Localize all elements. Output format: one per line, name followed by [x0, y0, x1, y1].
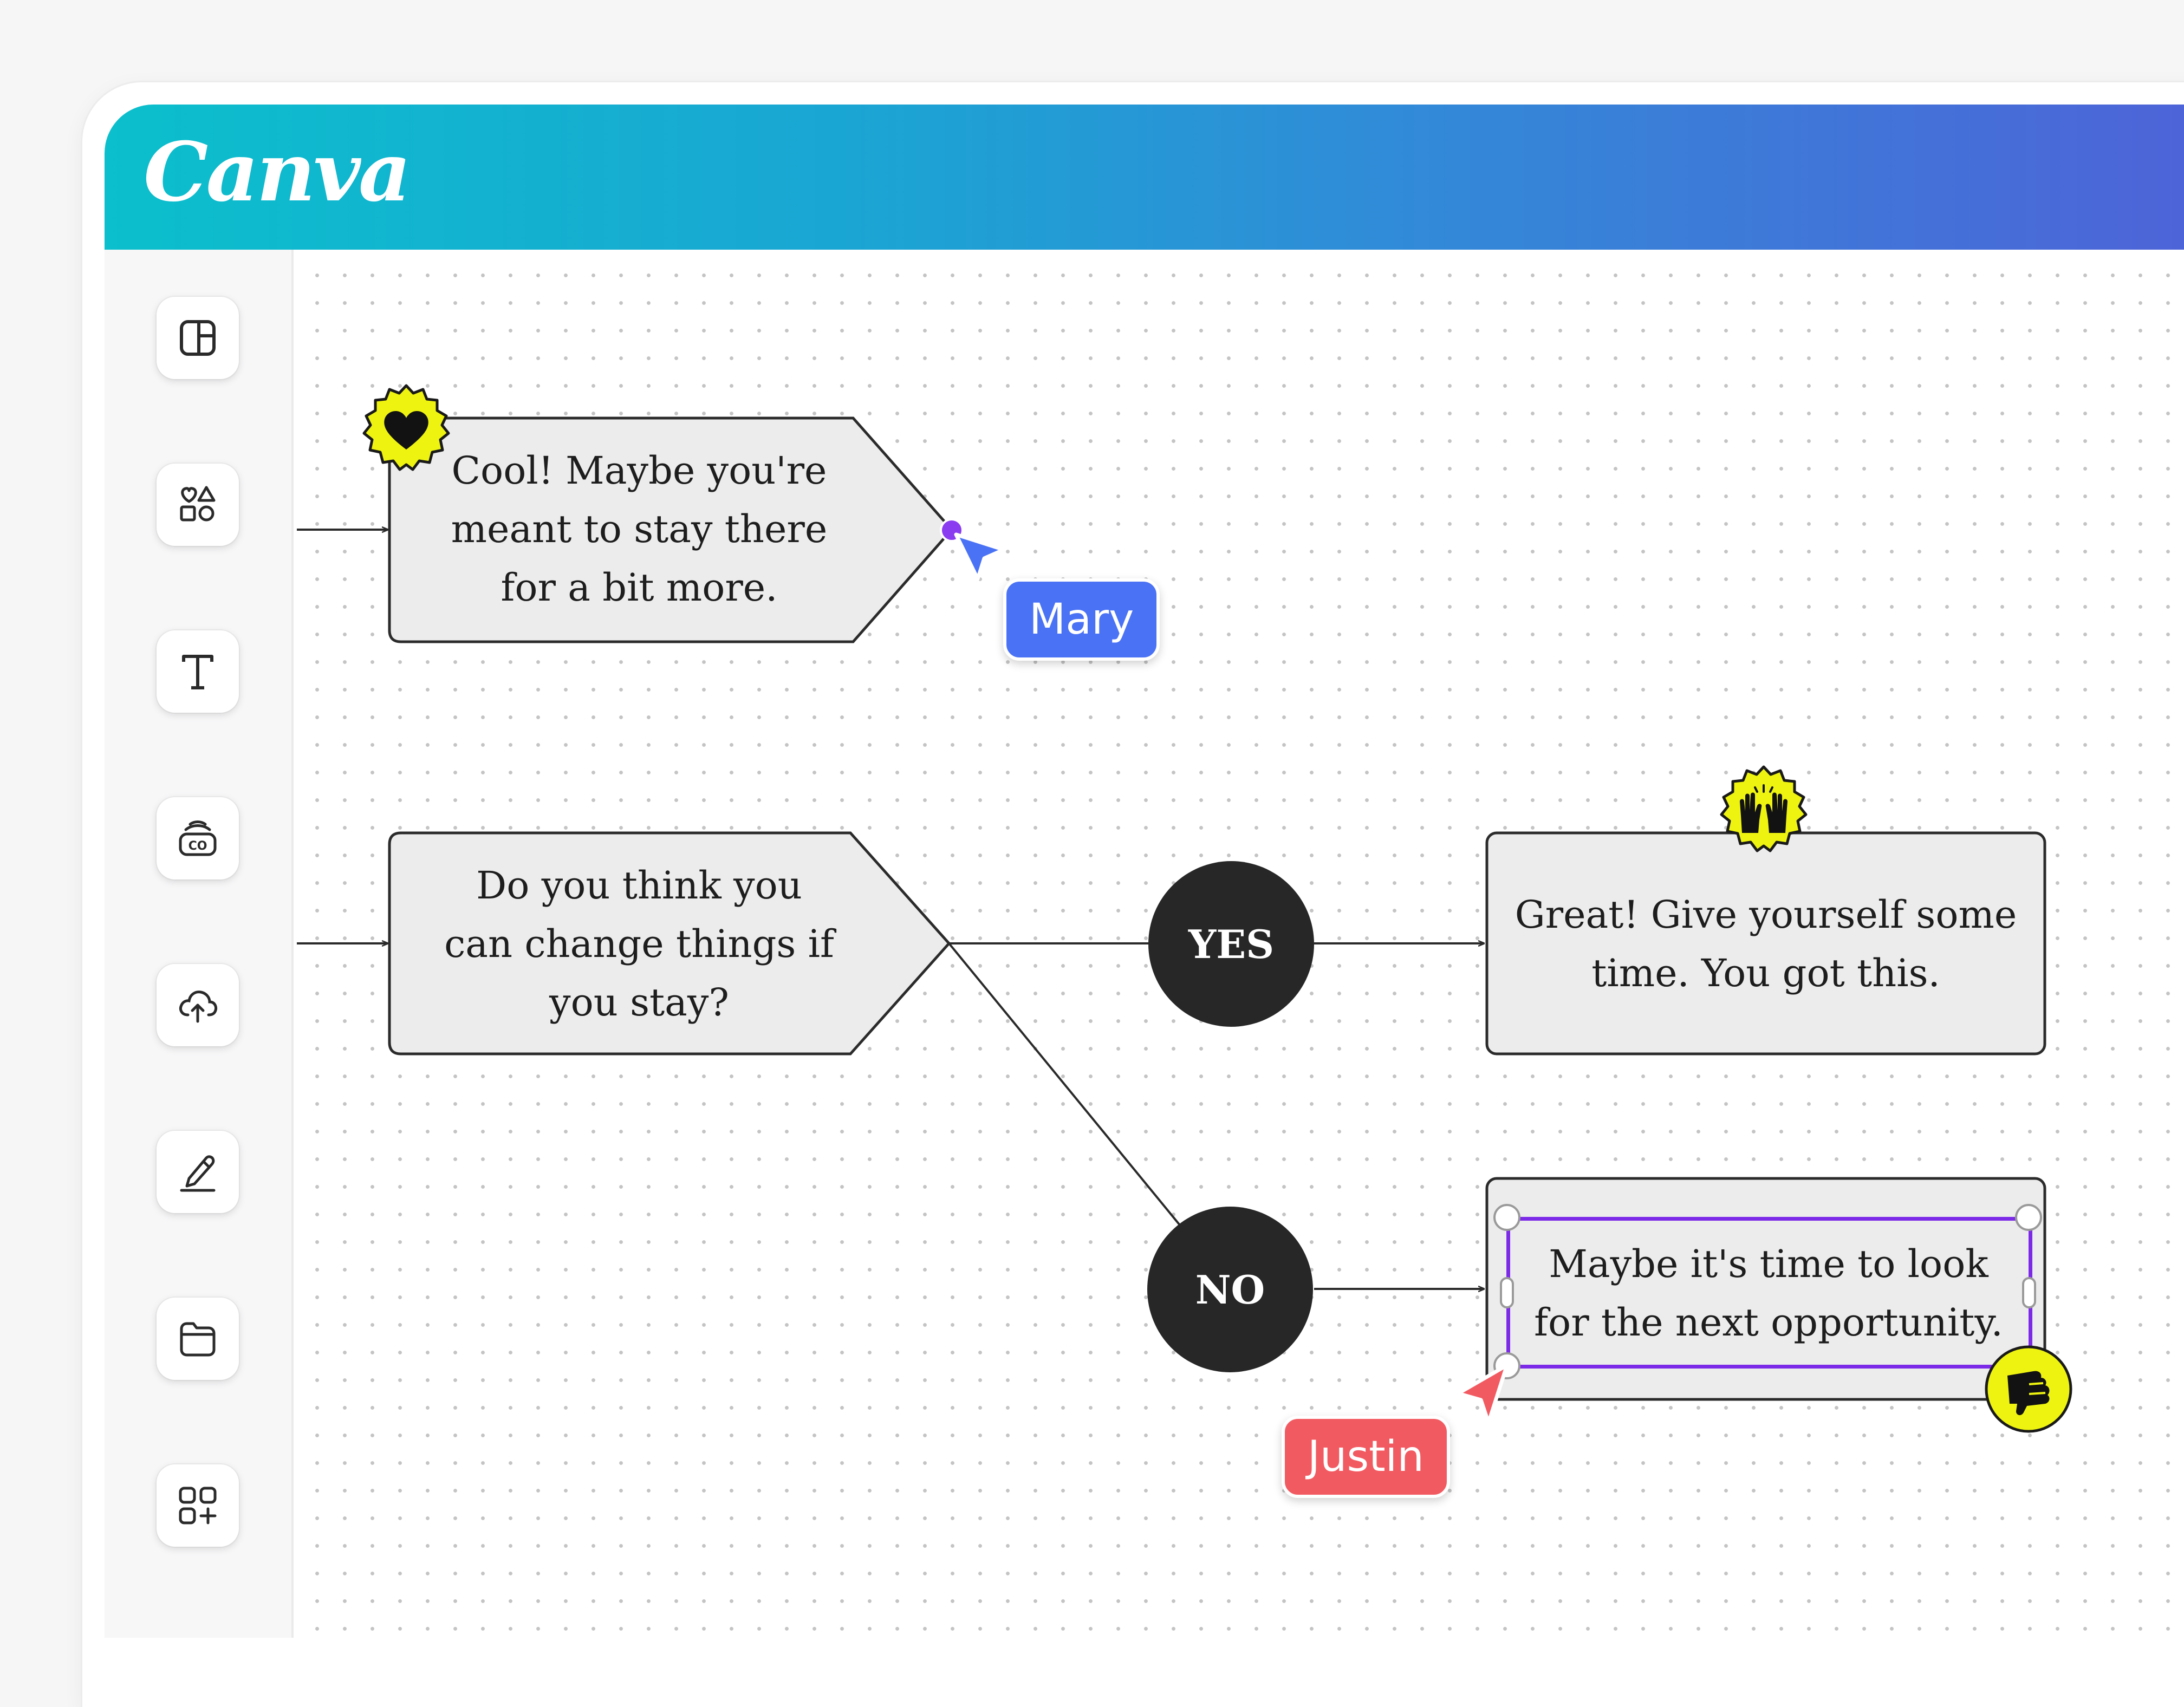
upload-cloud-icon	[179, 991, 218, 1023]
node-opportunity-text: Maybe it's time to look for the next opp…	[1511, 1229, 2026, 1357]
text-button[interactable]	[157, 630, 239, 713]
templates-button[interactable]	[157, 297, 239, 379]
raised-hands-sticker[interactable]	[1716, 764, 1811, 859]
layout-templates-icon	[180, 320, 216, 356]
node-question-text: Do you think you can change things if yo…	[401, 855, 877, 1033]
heart-icon	[362, 384, 450, 471]
no-decision-node[interactable]: NO	[1147, 1207, 1313, 1372]
flow-connectors	[297, 0, 2184, 1638]
no-label: NO	[1195, 1266, 1265, 1313]
mary-cursor-icon	[940, 518, 1006, 581]
elements-button[interactable]	[157, 464, 239, 546]
justin-name-tag: Justin	[1282, 1416, 1450, 1498]
raised-hands-icon	[1720, 765, 1808, 852]
projects-button[interactable]	[157, 1298, 239, 1380]
connector-node2-no[interactable]	[948, 942, 1181, 1226]
text-line: can change things if	[444, 922, 834, 966]
text-line: Do you think you	[476, 863, 802, 908]
projects-folder-icon	[180, 1322, 216, 1357]
text-line: Cool! Maybe you're	[451, 448, 827, 493]
resize-handle-right[interactable]	[2022, 1277, 2036, 1308]
text-icon	[182, 655, 213, 689]
text-line: you stay?	[549, 980, 729, 1025]
svg-text:CO: CO	[188, 839, 207, 853]
text-line: for the next opportunity.	[1534, 1300, 2003, 1345]
apps-grid-icon	[179, 1487, 217, 1524]
text-line: Great! Give yourself some	[1514, 892, 2017, 937]
brand-kit-icon: CO	[179, 820, 217, 856]
yes-decision-node[interactable]: YES	[1148, 861, 1314, 1027]
tool-sidebar: CO	[105, 250, 294, 1638]
resize-handle-left[interactable]	[1500, 1277, 1514, 1308]
text-line: time. You got this.	[1591, 950, 1940, 995]
text-line: for a bit more.	[500, 565, 778, 610]
apps-button[interactable]	[157, 1464, 239, 1547]
justin-cursor-icon	[1456, 1363, 1509, 1425]
text-line: meant to stay there	[451, 507, 828, 551]
elements-shapes-icon	[180, 486, 216, 522]
draw-pen-icon	[180, 1155, 216, 1192]
canva-logo: Canva	[144, 125, 411, 220]
thumbs-down-icon	[1985, 1345, 2072, 1433]
yes-label: YES	[1188, 921, 1275, 967]
text-line: Maybe it's time to look	[1549, 1242, 1988, 1286]
resize-handle-top-right[interactable]	[2015, 1204, 2042, 1231]
node-stay-text: Cool! Maybe you're meant to stay there f…	[401, 440, 877, 618]
selection-box[interactable]	[1506, 1217, 2032, 1369]
draw-button[interactable]	[157, 1131, 239, 1213]
brand-button[interactable]: CO	[157, 797, 239, 879]
resize-handle-top-left[interactable]	[1493, 1204, 1520, 1231]
heart-sticker[interactable]	[359, 382, 454, 478]
thumbs-sticker[interactable]	[1982, 1343, 2075, 1435]
top-bar: Canva	[105, 105, 2184, 250]
mary-name-tag: Mary	[1003, 578, 1160, 661]
uploads-button[interactable]	[157, 964, 239, 1046]
node-great-text: Great! Give yourself some time. You got …	[1495, 856, 2037, 1032]
